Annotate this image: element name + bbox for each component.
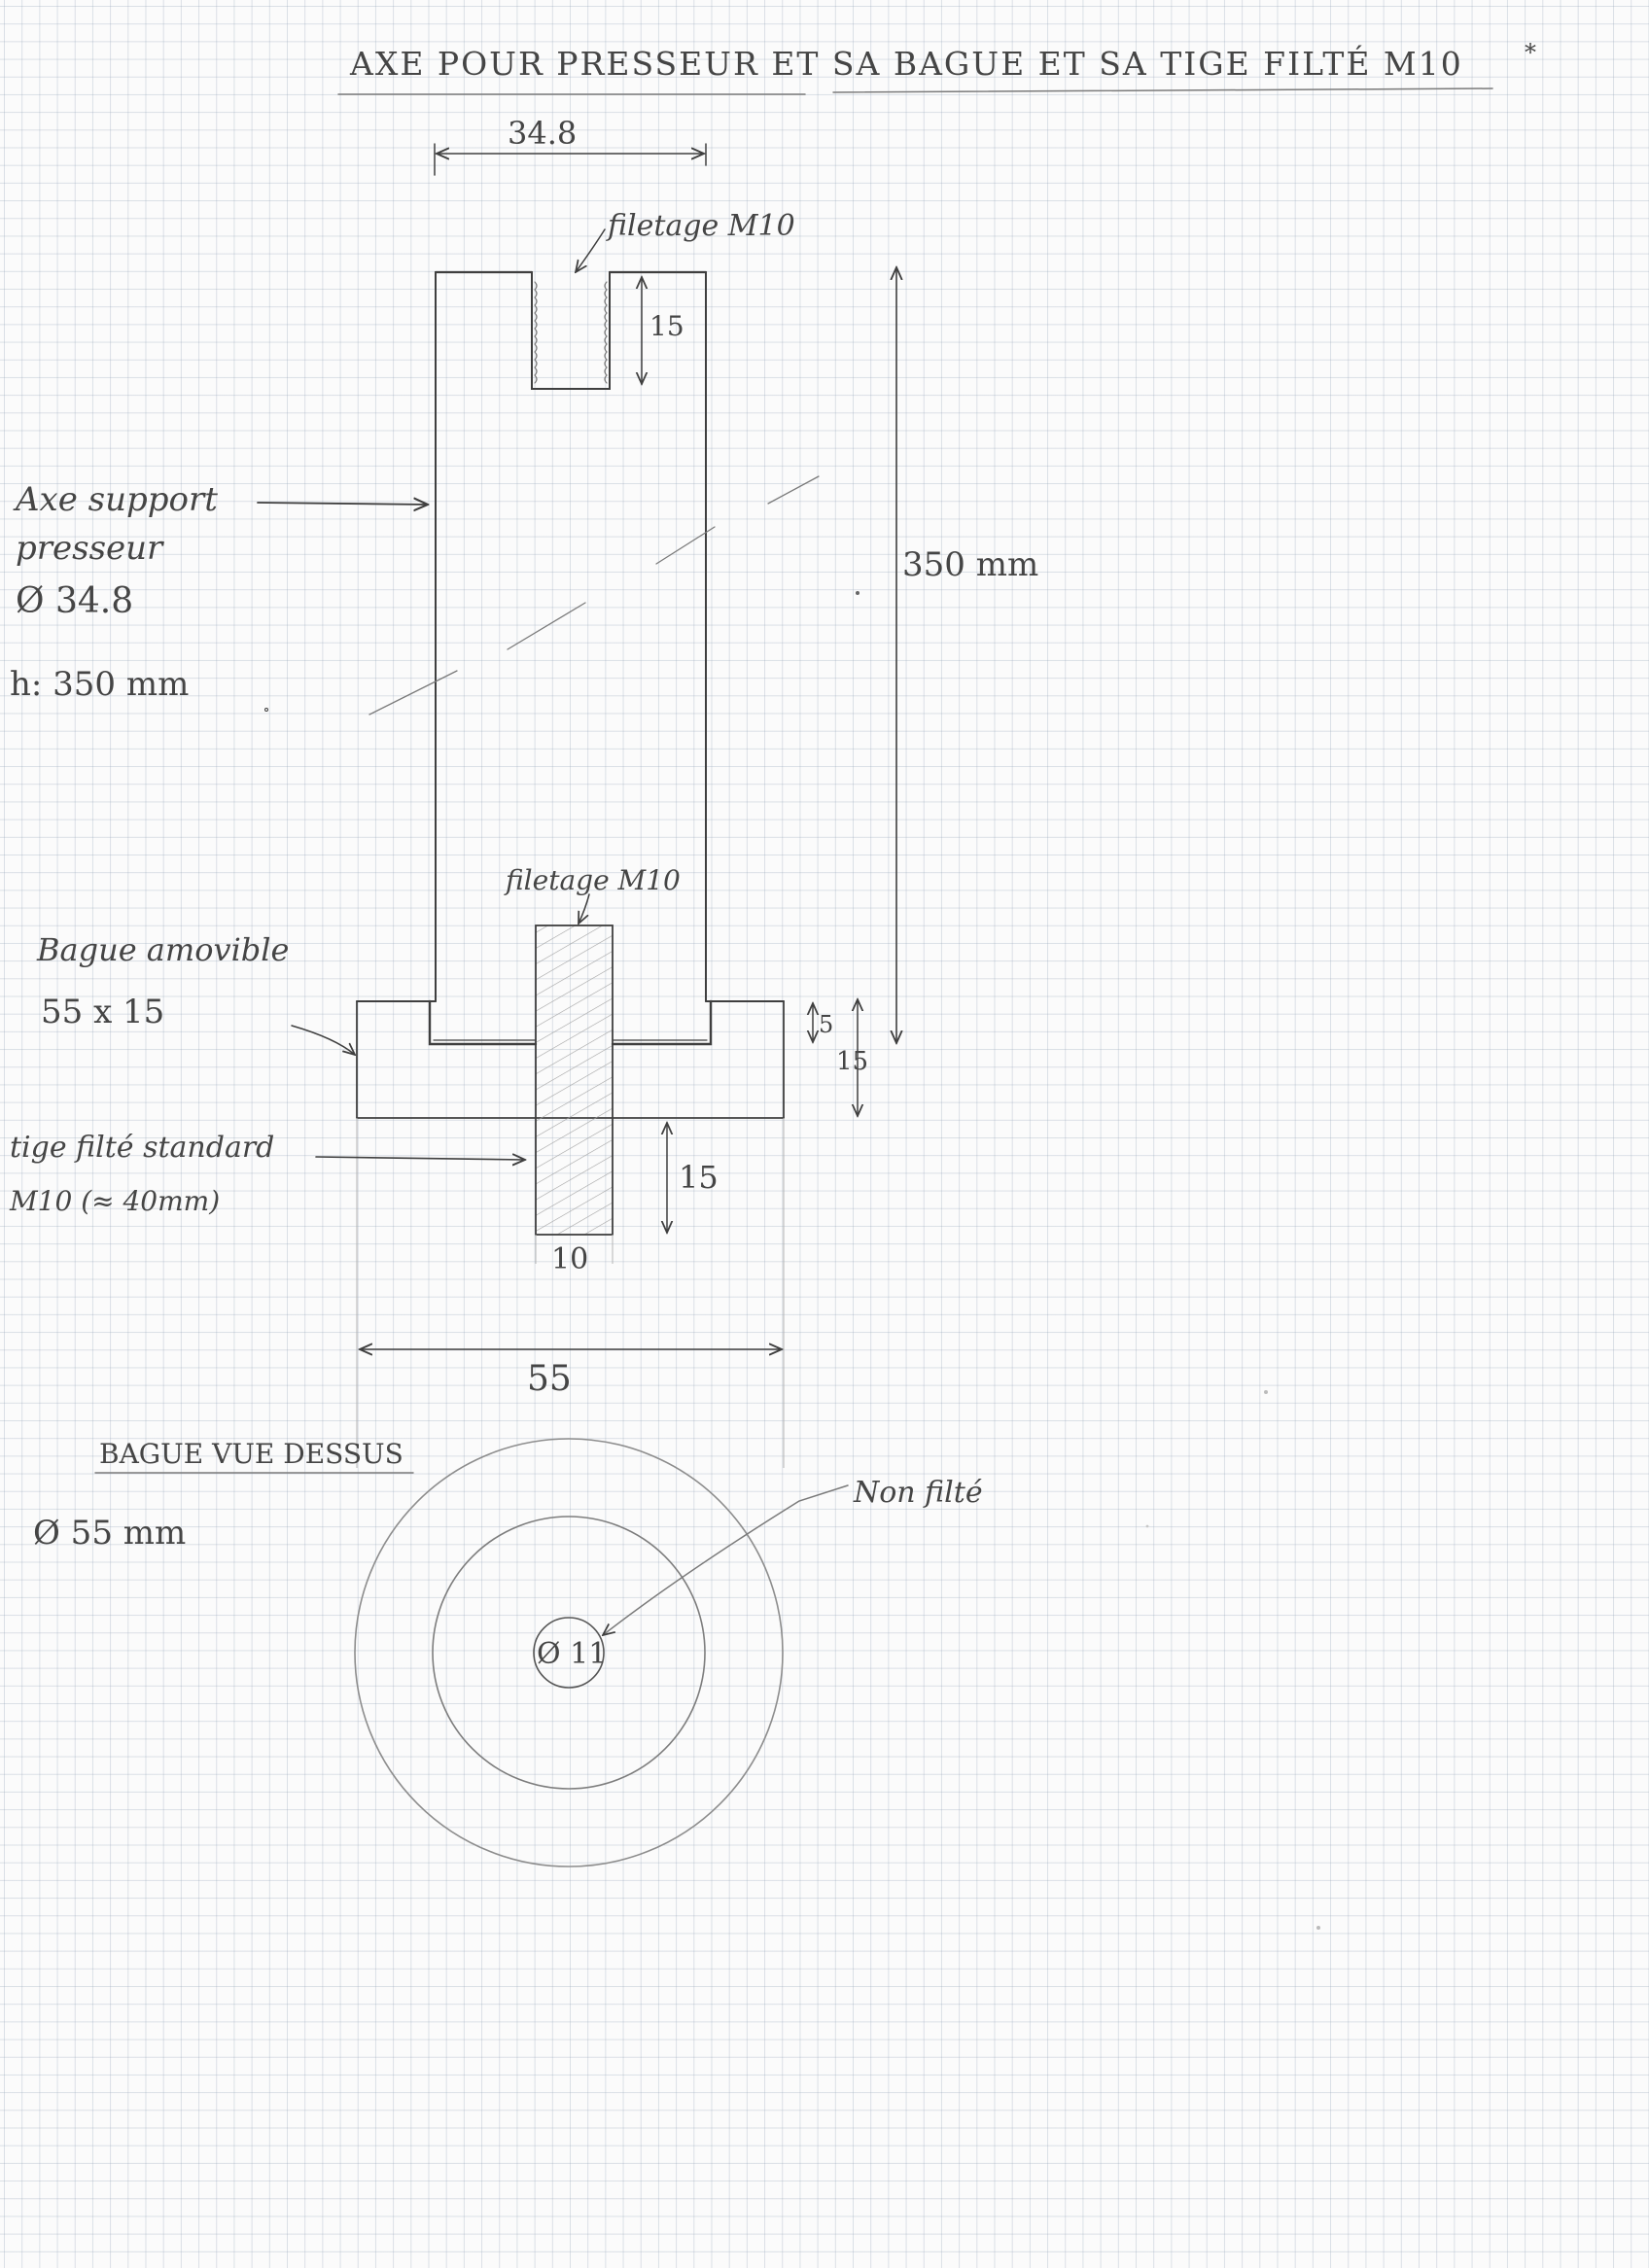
tige-width-value: 10 <box>551 1242 588 1276</box>
non-filete-label: Non filté <box>853 1476 983 1510</box>
title-underline-2 <box>832 87 1493 93</box>
bague-height-value: 15 <box>836 1047 868 1076</box>
tige-callout: tige filté standard M10 (≈ 40mm) <box>9 1131 525 1217</box>
top-view: BAGUE VUE DESSUS Ø 55 mm Ø 11 Non filté <box>33 1438 983 1867</box>
bague-label: Bague amovible <box>36 931 289 968</box>
thread-callout-bottom: filetage M10 <box>504 864 681 924</box>
bague-section <box>356 925 785 1468</box>
dimension-bague-width: 55 <box>360 1349 782 1399</box>
dimension-top-width: 34.8 <box>434 115 707 176</box>
thread-bottom-label: filetage M10 <box>504 864 681 896</box>
threaded-rod <box>535 925 614 1236</box>
thread-top-label: filetage M10 <box>606 209 795 243</box>
top-view-diameter: Ø 55 mm <box>33 1514 186 1553</box>
hole-circle <box>533 1617 605 1689</box>
hole-diameter: Ø 11 <box>537 1637 607 1671</box>
bague-width-value: 55 <box>527 1359 572 1399</box>
title-mark: * <box>1525 39 1536 66</box>
tige-protrusion-value: 15 <box>679 1159 719 1196</box>
axe-height: h: 350 mm <box>10 665 189 704</box>
axe-callout: Axe support presseur Ø 34.8 h: 350 mm <box>10 480 428 712</box>
top-view-title: BAGUE VUE DESSUS <box>99 1438 403 1470</box>
dimension-tige-protrusion: 15 <box>667 1123 719 1233</box>
title-block: AXE POUR PRESSEUR ET SA BAGUE ET SA TIGE… <box>337 39 1536 95</box>
shaft <box>368 270 820 1002</box>
dimension-thread-depth: 15 <box>642 277 684 384</box>
dimension-bague-heights: 5 15 <box>813 999 868 1116</box>
bague-outer-circle <box>354 1438 784 1867</box>
bague-size: 55 x 15 <box>41 993 164 1031</box>
thread-depth-value: 15 <box>649 310 684 342</box>
axe-label-line2: presseur <box>16 529 164 568</box>
thread-marks-left <box>534 281 538 384</box>
overall-height-value: 350 mm <box>902 545 1038 584</box>
thread-marks-right <box>604 281 608 384</box>
recess-depth-value: 5 <box>819 1011 833 1038</box>
tige-label-line1: tige filté standard <box>10 1131 274 1165</box>
drawing-title: AXE POUR PRESSEUR ET SA BAGUE ET SA TIGE… <box>349 44 1463 83</box>
dimension-overall-height: 350 mm <box>856 267 1038 1043</box>
bague-callout: Bague amovible 55 x 15 <box>36 931 355 1055</box>
tige-label-line2: M10 (≈ 40mm) <box>9 1185 220 1217</box>
axe-label-line1: Axe support <box>13 480 218 519</box>
top-width-value: 34.8 <box>508 115 577 152</box>
axe-diameter: Ø 34.8 <box>16 581 133 621</box>
bague-inner-circle <box>432 1516 706 1790</box>
thread-callout-top: filetage M10 <box>576 209 795 272</box>
